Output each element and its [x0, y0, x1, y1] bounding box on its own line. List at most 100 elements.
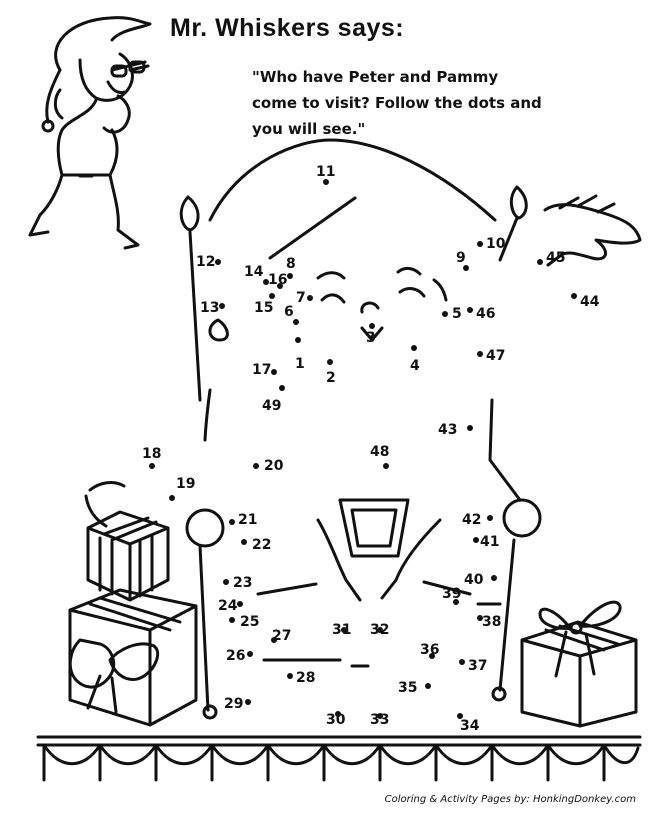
- dot-number-1: 1: [295, 356, 305, 372]
- dot-number-21: 21: [238, 512, 257, 528]
- dot-18: [149, 463, 155, 469]
- dot-6: [293, 319, 299, 325]
- dot-39: [453, 599, 459, 605]
- dot-number-9: 9: [456, 250, 466, 266]
- dot-number-14: 14: [244, 264, 264, 280]
- dot-number-12: 12: [196, 254, 215, 270]
- dot-22: [241, 539, 247, 545]
- dot-20: [253, 463, 259, 469]
- dot-41: [473, 537, 479, 543]
- stacked-gifts-left: [68, 481, 198, 727]
- dot-26: [247, 651, 253, 657]
- dot-number-4: 4: [410, 358, 420, 374]
- dot-number-25: 25: [240, 614, 259, 630]
- dot-number-45: 45: [546, 250, 565, 266]
- dot-25: [229, 617, 235, 623]
- dot-number-17: 17: [252, 362, 271, 378]
- gift-right: [520, 600, 638, 728]
- dot-number-16: 16: [268, 272, 287, 288]
- dot-30: [335, 711, 341, 717]
- dot-45: [537, 259, 543, 265]
- dot-29: [245, 699, 251, 705]
- dot-37: [459, 659, 465, 665]
- dot-24: [237, 601, 243, 607]
- dot-number-30: 30: [326, 712, 346, 728]
- dot-number-33: 33: [370, 712, 389, 728]
- dot-9: [463, 265, 469, 271]
- dot-number-7: 7: [296, 290, 306, 306]
- dot-number-19: 19: [176, 476, 195, 492]
- dot-number-22: 22: [252, 537, 271, 553]
- dot-36: [429, 653, 435, 659]
- dot-13: [219, 303, 225, 309]
- dot-number-2: 2: [326, 370, 336, 386]
- dot-44: [571, 293, 577, 299]
- dot-number-38: 38: [482, 614, 501, 630]
- dot-number-48: 48: [370, 444, 389, 460]
- dot-49: [279, 385, 285, 391]
- dot-7: [307, 295, 313, 301]
- dot-number-49: 49: [262, 398, 281, 414]
- dot-32: [377, 627, 383, 633]
- dot-46: [467, 307, 473, 313]
- dot-43: [467, 425, 473, 431]
- dot-number-43: 43: [438, 422, 457, 438]
- dot-number-27: 27: [272, 628, 291, 644]
- dot-1: [295, 337, 301, 343]
- dot-21: [229, 519, 235, 525]
- dot-number-10: 10: [486, 236, 506, 252]
- dot-number-31: 31: [332, 622, 351, 638]
- dot-number-40: 40: [464, 572, 484, 588]
- page-title: Mr. Whiskers says:: [170, 14, 405, 42]
- dot-number-41: 41: [480, 534, 499, 550]
- dot-28: [287, 673, 293, 679]
- mr-whiskers-elf-illustration: [28, 16, 152, 250]
- dot-number-46: 46: [476, 306, 495, 322]
- footer-credit: Coloring & Activity Pages by: HonkingDon…: [384, 794, 636, 805]
- quote-line: "Who have Peter and Pammy: [252, 68, 499, 86]
- dot-48: [383, 463, 389, 469]
- quote-line: come to visit? Follow the dots and: [252, 94, 542, 112]
- dot-16: [277, 283, 283, 289]
- dot-number-34: 34: [460, 718, 480, 734]
- dot-12: [215, 259, 221, 265]
- dot-number-44: 44: [580, 294, 600, 310]
- dot-number-13: 13: [200, 300, 219, 316]
- dot-number-24: 24: [218, 598, 238, 614]
- dot-42: [487, 515, 493, 521]
- dot-number-20: 20: [264, 458, 284, 474]
- dot-number-47: 47: [486, 348, 505, 364]
- dot-35: [425, 683, 431, 689]
- dot-number-23: 23: [233, 575, 252, 591]
- dot-number-32: 32: [370, 622, 389, 638]
- dot-3: [369, 323, 375, 329]
- dot-number-26: 26: [226, 648, 245, 664]
- dot-number-28: 28: [296, 670, 315, 686]
- dot-number-18: 18: [142, 446, 161, 462]
- dot-15: [269, 293, 275, 299]
- dot-34: [457, 713, 463, 719]
- dot-38: [477, 615, 483, 621]
- dot-number-8: 8: [286, 256, 296, 272]
- dot-number-35: 35: [398, 680, 417, 696]
- dot-5: [442, 311, 448, 317]
- dot-number-6: 6: [284, 304, 294, 320]
- dot-27: [271, 637, 277, 643]
- dot-33: [377, 713, 383, 719]
- dot-number-37: 37: [468, 658, 487, 674]
- dot-14: [263, 279, 269, 285]
- dot-number-15: 15: [254, 300, 273, 316]
- dot-number-29: 29: [224, 696, 243, 712]
- dot-2: [327, 359, 333, 365]
- dot-23: [223, 579, 229, 585]
- dot-4: [411, 345, 417, 351]
- dot-number-42: 42: [462, 512, 481, 528]
- dot-number-11: 11: [316, 164, 335, 180]
- dot-17: [271, 369, 277, 375]
- dot-47: [477, 351, 483, 357]
- dot-31: [341, 627, 347, 633]
- dot-19: [169, 495, 175, 501]
- stage-border: [36, 735, 642, 782]
- dot-number-36: 36: [420, 642, 439, 658]
